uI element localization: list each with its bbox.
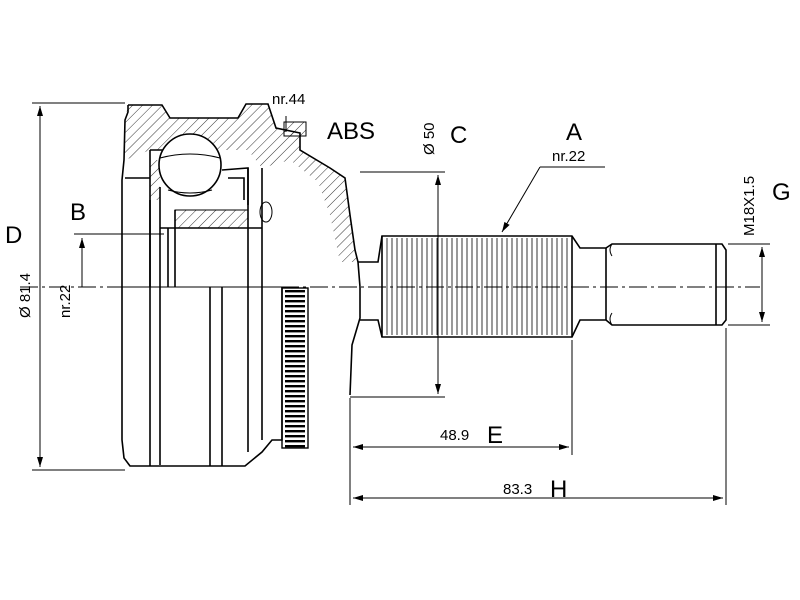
label-D: D xyxy=(5,222,22,249)
label-H-value: 83.3 xyxy=(503,481,532,498)
label-dia-50: Ø 50 xyxy=(421,122,438,155)
label-E: E xyxy=(487,422,503,449)
label-E-value: 48.9 xyxy=(440,427,469,444)
label-nr44: nr.44 xyxy=(272,91,305,108)
label-nr22-right: nr.22 xyxy=(552,148,585,165)
label-ABS: ABS xyxy=(327,118,375,145)
outer-housing xyxy=(121,103,361,467)
ball xyxy=(158,133,222,197)
label-H: H xyxy=(550,476,567,503)
label-C: C xyxy=(450,122,467,149)
stub-shaft xyxy=(349,235,727,396)
abs-ring xyxy=(281,287,309,449)
label-dia-81-4: Ø 81.4 xyxy=(17,273,34,318)
label-nr22-left: nr.22 xyxy=(57,285,74,318)
label-G: G xyxy=(772,179,791,206)
label-M18X1-5: M18X1.5 xyxy=(741,176,758,236)
label-B: B xyxy=(70,199,86,226)
label-A: A xyxy=(566,119,582,146)
